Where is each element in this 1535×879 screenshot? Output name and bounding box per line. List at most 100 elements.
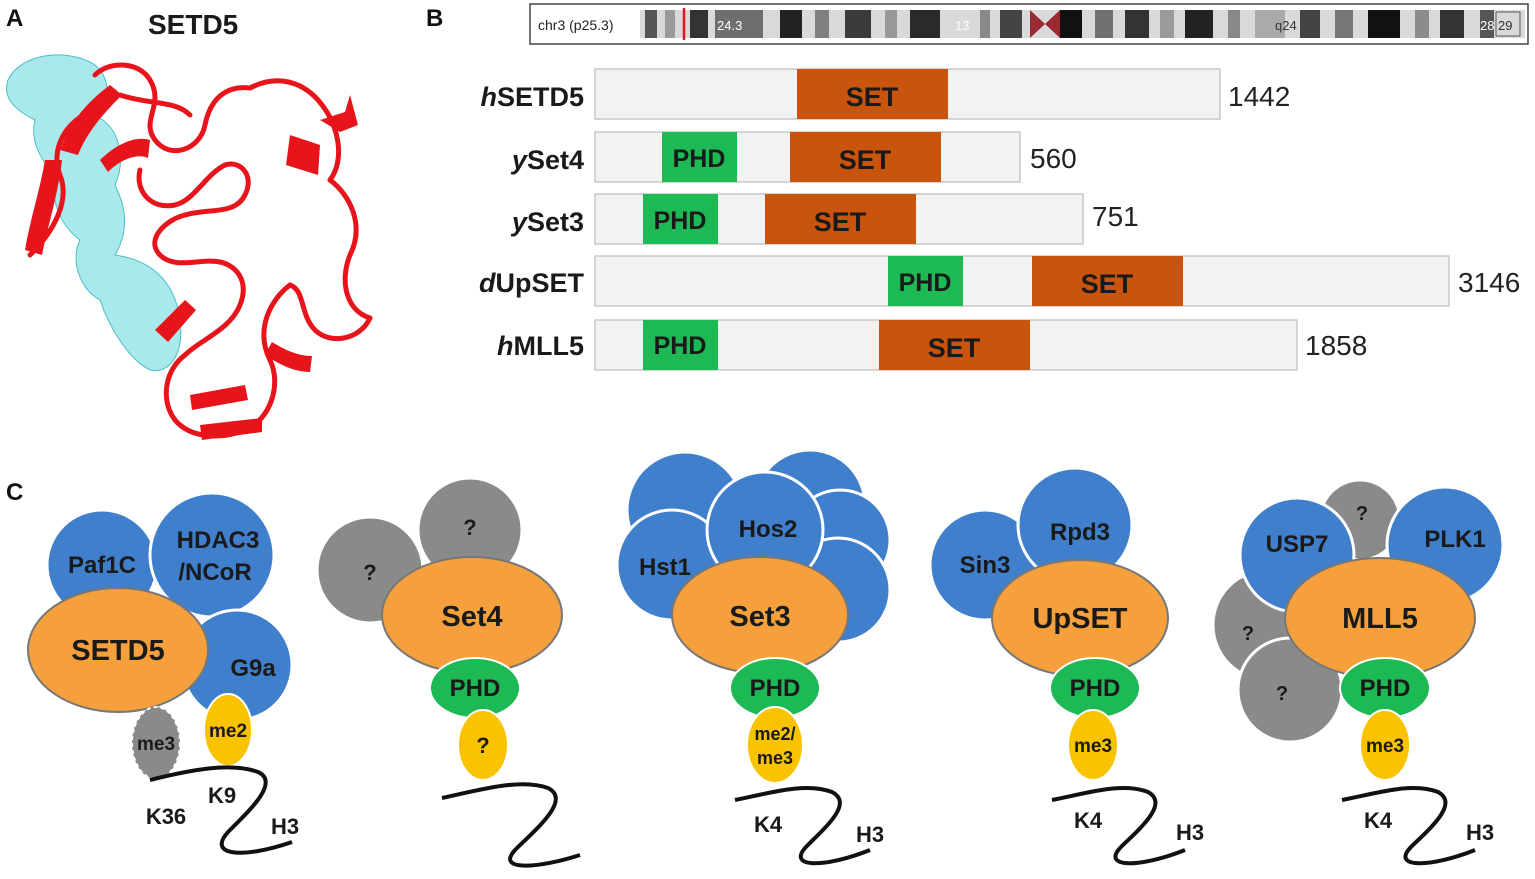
phd-label: PHD: [899, 269, 952, 297]
svg-text:hMLL5: hMLL5: [497, 331, 584, 361]
partner-label: Hos2: [739, 516, 798, 543]
mark-label: me2/: [754, 724, 795, 744]
partner-label: Sin3: [960, 552, 1011, 579]
phd-label: PHD: [654, 332, 707, 360]
residue-label: K4: [754, 812, 783, 837]
set-domain: [765, 194, 916, 244]
mark-label: me3: [1074, 736, 1112, 757]
protein-row-upset: dUpSET PHD SET 3146: [479, 255, 1520, 307]
phd-label: PHD: [673, 145, 726, 173]
mark-me3: [1067, 709, 1119, 781]
protein-length: 751: [1092, 201, 1139, 232]
reader-label: PHD: [750, 675, 801, 702]
mark-me3: [1359, 709, 1411, 781]
structure-title: SETD5: [148, 9, 238, 40]
complex-setd5: Paf1C HDAC3 /NCoR G9a SETD5 me3 me2 K36 …: [27, 491, 299, 855]
partner-label: /NCoR: [178, 559, 251, 586]
residue-label: K4: [1364, 808, 1393, 833]
protein-length: 560: [1030, 143, 1077, 174]
core-label: Set3: [729, 601, 790, 633]
histone-tail: [1341, 785, 1476, 866]
residue-label: K4: [1074, 808, 1103, 833]
protein-name: Set3: [527, 207, 584, 237]
panel-b-letter: B: [426, 5, 443, 32]
protein-name: UpSET: [495, 268, 584, 298]
residue-label: K9: [208, 783, 236, 808]
partner-label: Hst1: [639, 554, 691, 581]
band-label: 13: [955, 18, 969, 33]
species-prefix: d: [479, 268, 496, 298]
partner-label: ?: [1242, 623, 1254, 645]
partner-label: G9a: [230, 655, 276, 682]
reader-label: PHD: [1070, 675, 1121, 702]
mark-me2-me3: [746, 706, 804, 784]
mark-label: ?: [476, 733, 489, 758]
partner-label: HDAC3: [177, 527, 260, 554]
partner-label: Paf1C: [68, 552, 136, 579]
species-prefix: h: [497, 331, 514, 361]
partner-label: ?: [363, 560, 376, 585]
protein-name: MLL5: [514, 331, 585, 361]
histone-tail: [1051, 785, 1186, 866]
set-domain: [790, 132, 941, 182]
core-label: UpSET: [1032, 603, 1127, 635]
protein-length: 3146: [1458, 267, 1520, 298]
chromosome-ideogram: chr3 (p25.3): [529, 3, 1529, 45]
set-domain: [1032, 256, 1183, 306]
complex-upset: Sin3 Rpd3 UpSET PHD me3 K4 H3: [928, 466, 1204, 866]
complex-set4: ? ? Set4 PHD ?: [315, 476, 581, 868]
phd-domain: [662, 132, 737, 182]
protein-name: Set4: [527, 145, 584, 175]
domain-architecture: hSETD5 SET 1442 ySet4 PHD SET 560 ySet3 …: [479, 68, 1520, 371]
set-label: SET: [1081, 269, 1134, 299]
panel-a-letter: A: [6, 5, 23, 32]
partner-label: ?: [1356, 503, 1368, 525]
svg-text:hSETD5: hSETD5: [480, 82, 584, 112]
set-label: SET: [846, 82, 899, 112]
mark-unknown: [457, 709, 509, 781]
set-domain: [797, 69, 948, 119]
phd-domain: [643, 320, 718, 370]
residue-label: K36: [146, 804, 186, 829]
histone-tail: [441, 782, 581, 868]
residue-label: H3: [271, 814, 299, 839]
mark-label: me2: [209, 721, 247, 742]
mark-label: me3: [757, 748, 793, 768]
protein-row-mll5: hMLL5 PHD SET 1858: [497, 319, 1367, 371]
svg-text:dUpSET: dUpSET: [479, 268, 585, 298]
residue-label: H3: [1176, 820, 1204, 845]
reader-label: PHD: [450, 675, 501, 702]
phd-domain: [643, 194, 718, 244]
mark-label: me3: [1366, 736, 1404, 757]
core-label: MLL5: [1342, 603, 1418, 635]
protein-name: SETD5: [497, 82, 584, 112]
protein-length: 1442: [1228, 81, 1290, 112]
mark-me3: [131, 706, 181, 780]
band-label: q24: [1275, 18, 1297, 33]
protein-backbone: [594, 255, 1450, 307]
reader-label: PHD: [1360, 675, 1411, 702]
residue-label: H3: [856, 822, 884, 847]
core-label: SETD5: [71, 635, 164, 667]
partner-label: USP7: [1266, 531, 1329, 558]
setd5-structure-image: [6, 54, 373, 440]
partner-label: ?: [1276, 683, 1288, 705]
protein-row-setd5: hSETD5 SET 1442: [480, 68, 1290, 120]
phd-domain: [888, 256, 963, 306]
mark-label: me3: [137, 734, 175, 755]
band-label: 29: [1498, 18, 1512, 33]
residue-label: H3: [1466, 820, 1494, 845]
phd-label: PHD: [654, 207, 707, 235]
set-label: SET: [814, 207, 867, 237]
protein-row-set3: ySet3 PHD SET 751: [510, 193, 1139, 245]
complex-mll5: USP7 PLK1 ? ? ? MLL5 PHD me3 K4 H3: [1211, 478, 1505, 866]
partner-label: ?: [463, 515, 476, 540]
partner-label: PLK1: [1424, 526, 1485, 553]
set-label: SET: [839, 145, 892, 175]
species-prefix: y: [510, 145, 529, 175]
svg-text:ySet3: ySet3: [510, 207, 584, 237]
panel-c-letter: C: [6, 479, 23, 506]
core-label: Set4: [441, 601, 502, 633]
histone-tail: [734, 785, 871, 866]
complex-set3: Hst1 Hos2 Set3 PHD me2/ me3 K4 H3: [615, 448, 892, 866]
